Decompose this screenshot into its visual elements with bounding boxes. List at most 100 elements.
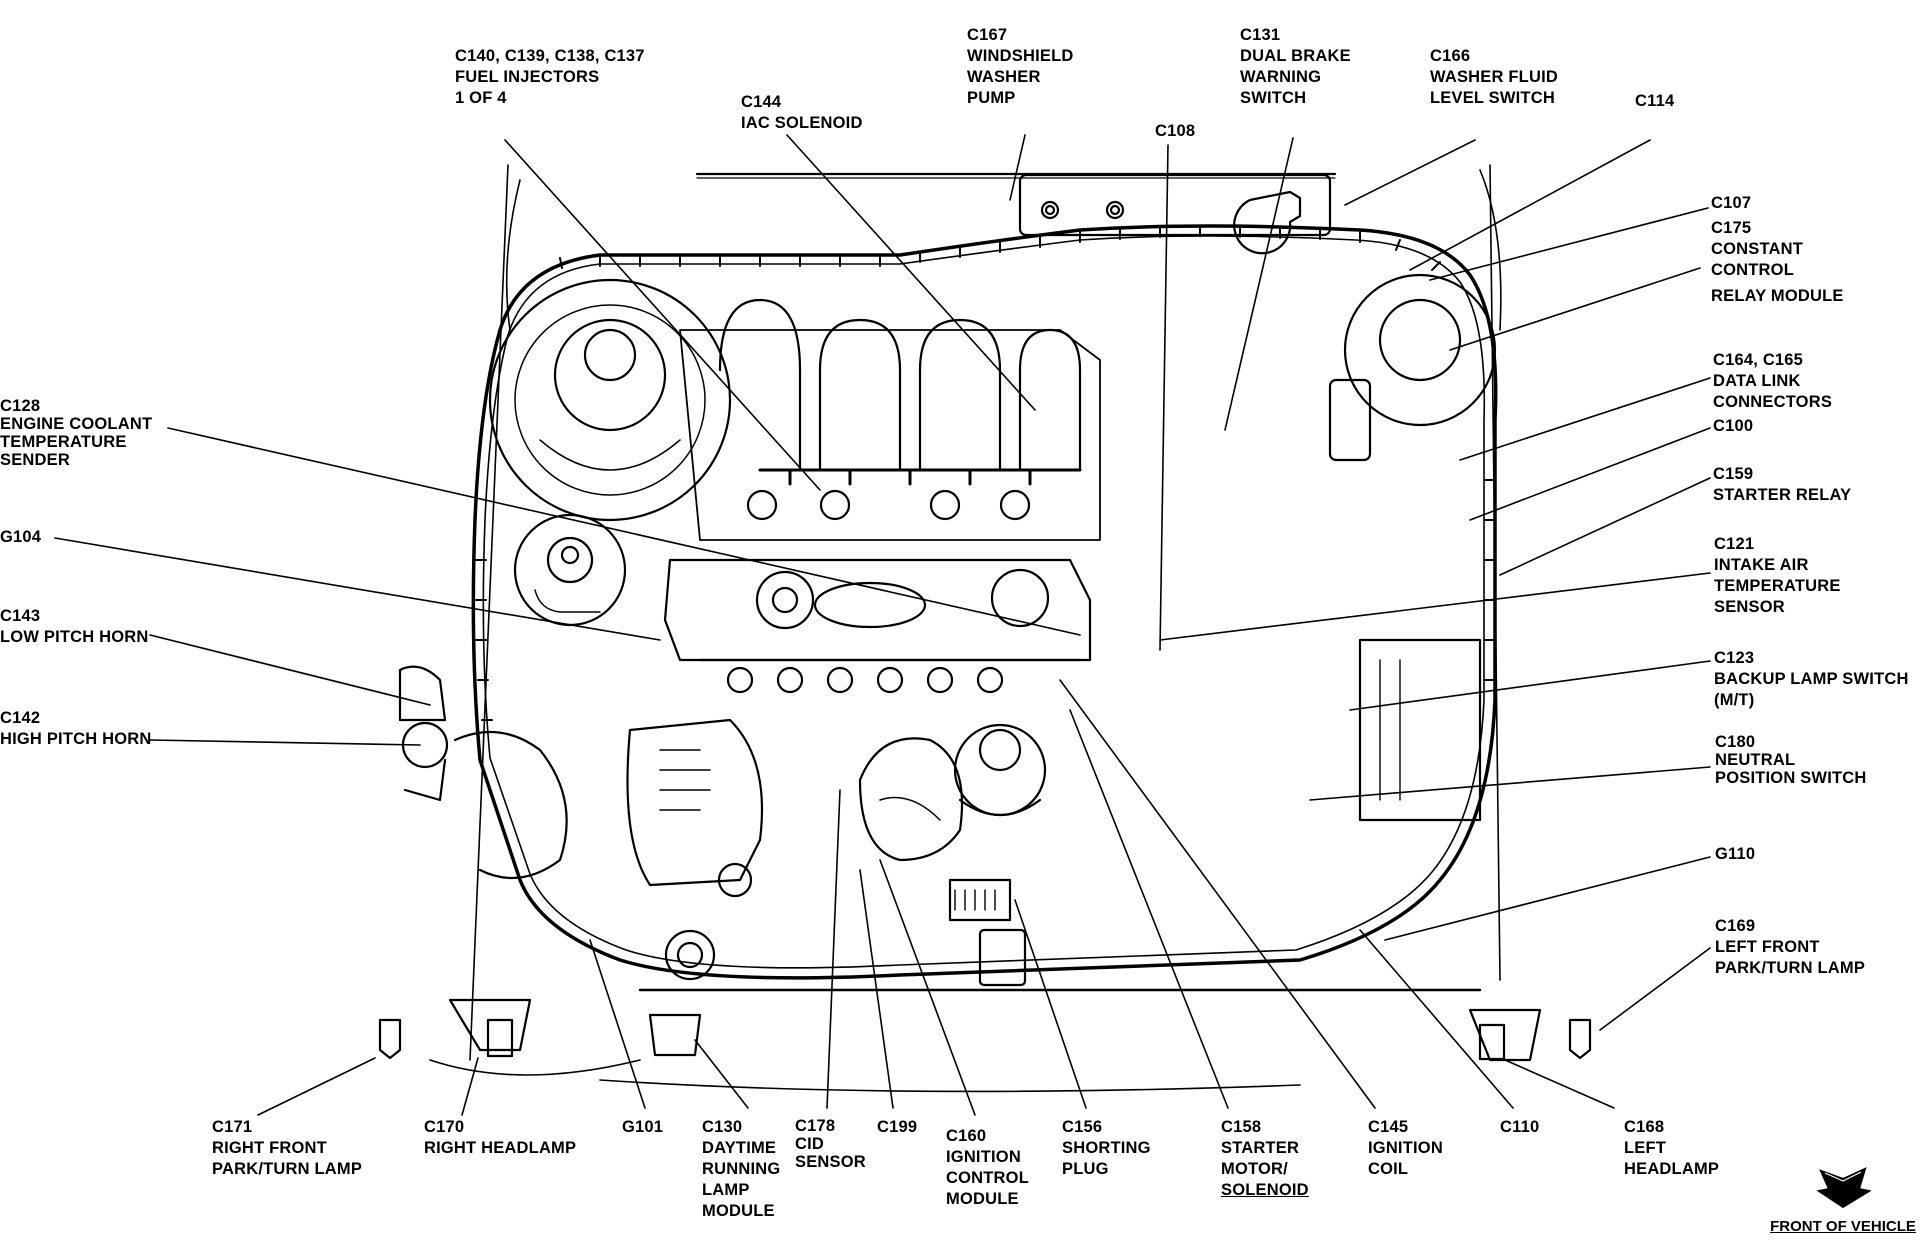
valve-cover — [663, 558, 1092, 694]
label-c164-c165-data-link-connectors: C164, C165 DATA LINK CONNECTORS — [1713, 350, 1832, 413]
component-name: CONTROL — [946, 1169, 1029, 1187]
component-name: RUNNING — [702, 1160, 781, 1178]
label-c143-low-pitch-horn: C143 LOW PITCH HORN — [0, 606, 149, 648]
washer-reservoir-box — [1018, 173, 1332, 255]
connector-id: C143 — [0, 607, 41, 625]
component-name: DATA LINK — [1713, 372, 1801, 390]
component-name: HEADLAMP — [1624, 1160, 1720, 1178]
component-name: INTAKE AIR — [1714, 556, 1809, 574]
label-c160-ignition-control-module: C160 IGNITION CONTROL MODULE — [946, 1126, 1029, 1210]
component-name: MODULE — [702, 1202, 775, 1220]
ignition-control-module — [858, 737, 964, 862]
label-c130-daytime-running-lamp-module: C130 DAYTIME RUNNING LAMP MODULE — [702, 1117, 780, 1222]
component-name: BACKUP LAMP SWITCH — [1714, 670, 1909, 688]
label-c169-left-front-park-turn-lamp: C169 LEFT FRONT PARK/TURN LAMP — [1715, 916, 1865, 979]
component-name: SOLENOID — [1221, 1181, 1309, 1199]
component-name: PARK/TURN LAMP — [212, 1160, 363, 1178]
leader-lines — [54, 134, 1711, 1116]
label-c166-washer-fluid-level-switch: C166 WASHER FLUID LEVEL SWITCH — [1430, 46, 1558, 109]
label-c178-cid-sensor: C178 CID SENSOR — [795, 1117, 866, 1171]
component-name: WINDSHIELD — [967, 47, 1074, 65]
label-g104: G104 — [0, 527, 41, 548]
label-c107: C107 — [1711, 193, 1751, 214]
label-c110: C110 — [1500, 1117, 1539, 1138]
label-c175-constant-control-relay-module: C175 CONSTANT CONTROL RELAY MODULE — [1711, 218, 1844, 307]
component-name: FUEL INJECTORS — [455, 68, 600, 86]
front-lamp-housings — [378, 998, 1592, 1062]
ground-id: G101 — [622, 1118, 664, 1136]
component-name: MODULE — [946, 1190, 1019, 1208]
connector-id: C123 — [1714, 649, 1755, 667]
component-name: HIGH PITCH HORN — [0, 730, 152, 748]
connector-id: C100 — [1713, 417, 1754, 435]
component-name: RELAY MODULE — [1711, 287, 1844, 305]
connector-id: C144 — [741, 93, 782, 111]
wiring-harness — [471, 224, 1498, 980]
connector-id: C164, C165 — [1713, 351, 1804, 369]
component-name: STARTER RELAY — [1713, 486, 1852, 504]
component-name: NEUTRAL — [1715, 751, 1796, 769]
connector-id: C145 — [1368, 1118, 1409, 1136]
connector-id: C167 — [967, 26, 1008, 44]
component-name: PARK/TURN LAMP — [1715, 959, 1866, 977]
connector-id: C140, C139, C138, C137 — [455, 47, 645, 65]
component-name: WARNING — [1240, 68, 1322, 86]
component-name: MOTOR/ — [1221, 1160, 1288, 1178]
connector-id: C156 — [1062, 1118, 1103, 1136]
component-name: TEMPERATURE — [1714, 577, 1841, 595]
component-name: LEVEL SWITCH — [1430, 89, 1555, 107]
front-of-vehicle-label: FRONT OF VEHICLE — [1770, 1218, 1916, 1235]
connector-id: C178 — [795, 1117, 836, 1135]
label-c128-engine-coolant-temperature-sender: C128 ENGINE COOLANT TEMPERATURE SENDER — [0, 397, 152, 469]
connector-id: C180 — [1715, 733, 1756, 751]
connector-id: C128 — [0, 397, 41, 415]
label-c168-left-headlamp: C168 LEFT HEADLAMP — [1624, 1117, 1719, 1180]
crankshaft-pulley — [488, 278, 732, 522]
component-name: RIGHT FRONT — [212, 1139, 327, 1157]
component-name: LEFT FRONT — [1715, 938, 1820, 956]
component-name: COIL — [1368, 1160, 1409, 1178]
connector-id: C131 — [1240, 26, 1281, 44]
label-c114: C114 — [1635, 91, 1674, 112]
component-name: DAYTIME — [702, 1139, 777, 1157]
front-of-vehicle-indicator: FRONT OF VEHICLE — [1760, 1165, 1926, 1235]
component-name: SENSOR — [1714, 598, 1785, 616]
component-name: CONTROL — [1711, 261, 1794, 279]
label-c158-starter-motor-solenoid: C158 STARTER MOTOR/ SOLENOID — [1221, 1117, 1309, 1201]
component-name: POSITION SWITCH — [1715, 769, 1867, 787]
ground-id: G110 — [1715, 845, 1756, 863]
connector-id: C171 — [212, 1118, 253, 1136]
radiator-support — [429, 988, 1482, 1093]
component-name: IGNITION — [946, 1148, 1021, 1166]
component-name: LAMP — [702, 1181, 750, 1199]
connector-id: C121 — [1714, 535, 1755, 553]
connector-id: C166 — [1430, 47, 1471, 65]
connector-id: C110 — [1500, 1118, 1540, 1136]
component-name: DUAL BRAKE — [1240, 47, 1351, 65]
connector-id: C107 — [1711, 194, 1752, 212]
ground-id: G104 — [0, 528, 42, 546]
connector-id: C199 — [877, 1118, 918, 1136]
component-name: SHORTING — [1062, 1139, 1151, 1157]
alternator — [626, 718, 764, 898]
oil-filler — [953, 723, 1047, 817]
idler-pulley — [513, 513, 627, 627]
component-name: PLUG — [1062, 1160, 1109, 1178]
component-name: STARTER — [1221, 1139, 1300, 1157]
radiator-cap — [664, 929, 716, 981]
component-name: CONNECTORS — [1713, 393, 1833, 411]
label-c144-iac-solenoid: C144 IAC SOLENOID — [741, 92, 863, 134]
horn-assembly — [398, 665, 568, 880]
connector-id: C130 — [702, 1118, 743, 1136]
connector-id: C168 — [1624, 1118, 1665, 1136]
connector-id: C114 — [1635, 92, 1675, 110]
down-arrow-icon — [1816, 1167, 1872, 1209]
label-g110: G110 — [1715, 844, 1755, 865]
label-c123-backup-lamp-switch: C123 BACKUP LAMP SWITCH (M/T) — [1714, 648, 1909, 711]
label-c170-right-headlamp: C170 RIGHT HEADLAMP — [424, 1117, 576, 1159]
label-c156-shorting-plug: C156 SHORTING PLUG — [1062, 1117, 1151, 1180]
label-c131-dual-brake-warning-switch: C131 DUAL BRAKE WARNING SWITCH — [1240, 25, 1351, 109]
component-note: 1 OF 4 — [455, 89, 507, 107]
connector-id: C170 — [424, 1118, 465, 1136]
component-name: CONSTANT — [1711, 240, 1804, 258]
